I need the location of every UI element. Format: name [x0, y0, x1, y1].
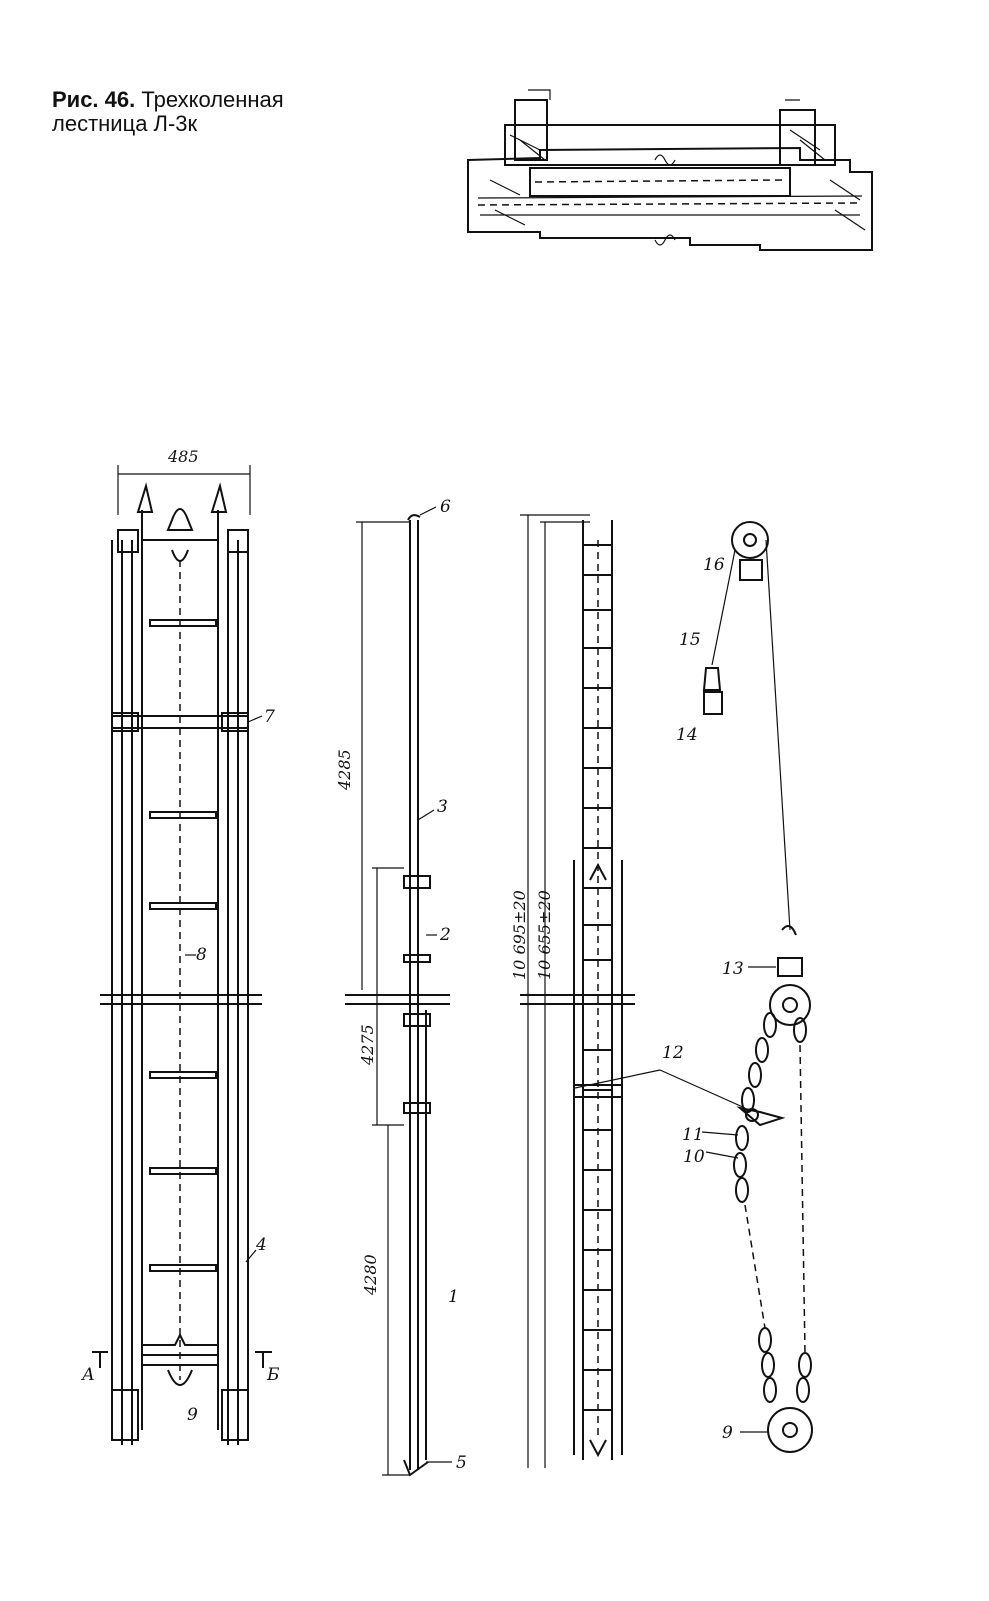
- label-11: 11: [682, 1125, 704, 1145]
- label-9-pulley: 9: [722, 1423, 733, 1443]
- label-9-front: 9: [187, 1405, 198, 1425]
- extended-rungs: [583, 544, 612, 1411]
- label-15: 15: [679, 630, 701, 650]
- dim-lower: 4280: [361, 1254, 380, 1296]
- label-6: 6: [440, 497, 451, 517]
- rungs-lower: [149, 1071, 217, 1272]
- chain: [733, 1012, 812, 1403]
- rungs-upper: [149, 619, 217, 910]
- dim-upper: 4285: [335, 749, 354, 791]
- label-16: 16: [703, 555, 725, 575]
- label-7: 7: [264, 707, 275, 727]
- ladder-extended-view: 10 695±20 10 655±20: [510, 514, 635, 1468]
- dim-middle: 4275: [358, 1024, 377, 1066]
- figure-number: Рис. 46.: [52, 87, 136, 112]
- figure-caption: Рис. 46. Трехколенная лестница Л-3к: [52, 88, 284, 136]
- label-4: 4: [255, 1235, 267, 1255]
- pulley-assembly: 16 15 14 13: [574, 521, 813, 1453]
- label-3: 3: [437, 797, 448, 817]
- figure-title-line1: Трехколенная: [141, 87, 284, 112]
- dim-total-outer: 10 695±20: [510, 890, 529, 980]
- ladder-front-view: 485: [81, 447, 280, 1445]
- ladder-side-view: 6 4285 4275 4280 3: [335, 497, 467, 1477]
- label-14: 14: [676, 725, 698, 745]
- label-13: 13: [722, 959, 744, 979]
- label-section-b: Б: [266, 1365, 280, 1385]
- label-2: 2: [439, 925, 451, 945]
- dim-width: 485: [167, 447, 199, 466]
- label-1: 1: [448, 1287, 459, 1307]
- label-section-a: А: [81, 1365, 95, 1385]
- figure-title-line2: лестница Л-3к: [52, 111, 198, 136]
- ladder-cross-section: [467, 89, 873, 251]
- label-10: 10: [683, 1147, 705, 1167]
- label-5: 5: [456, 1453, 467, 1473]
- label-8: 8: [196, 945, 207, 965]
- label-12: 12: [662, 1043, 684, 1063]
- dim-total-inner: 10 655±20: [535, 890, 554, 980]
